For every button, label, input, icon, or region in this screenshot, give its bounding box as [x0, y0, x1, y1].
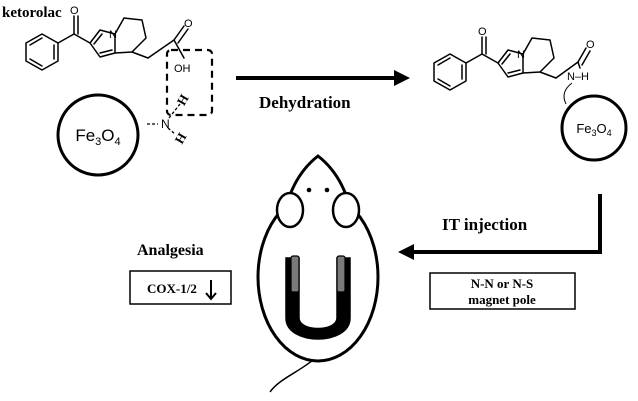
ring-nitrogen-right: N — [517, 49, 525, 61]
it-injection-label: IT injection — [442, 215, 528, 234]
benzene-ring-right — [433, 53, 467, 91]
dehydration-site-box — [165, 48, 214, 117]
ketorolac-conjugate-right: O N O N–H — [433, 26, 595, 105]
fe3o4-particle-left: Fe3O4 — [56, 93, 140, 177]
pyrrole-ring-right — [497, 49, 524, 78]
svg-text:Fe3O4: Fe3O4 — [576, 121, 611, 138]
mouse-ear-right — [331, 191, 361, 229]
cox-label: COX-1/2 — [147, 281, 197, 296]
ring-nitrogen-left: N — [109, 29, 117, 41]
ketorolac-structure-left: ketorolac O N O OH N H H — [2, 5, 214, 146]
it-injection-arrow: IT injection — [398, 194, 602, 260]
pyrrolidine-ring-right — [522, 37, 555, 74]
magnet-pole-box: N-N or N-S magnet pole — [429, 272, 576, 310]
carbonyl-oxygen-left: O — [184, 18, 193, 30]
carbonyl-oxygen-right: O — [586, 39, 595, 51]
amine-hydrogen-top: H — [174, 92, 192, 108]
mouse-illustration — [256, 154, 380, 393]
magnet-pole-line2: magnet pole — [468, 292, 536, 307]
benzene-ring-left — [25, 33, 59, 71]
amide-nh-label: N–H — [567, 71, 589, 83]
analgesia-label: Analgesia — [137, 242, 204, 259]
u-magnet-icon — [285, 255, 351, 340]
hydroxyl-label: OH — [174, 63, 191, 75]
pyrrolidine-ring-left — [114, 17, 147, 54]
down-arrow-icon — [205, 280, 217, 301]
ketorolac-label: ketorolac — [2, 5, 62, 21]
dehydration-arrow: Dehydration — [236, 70, 410, 112]
mouse-ear-left — [275, 191, 305, 229]
fe3o4-particle-right: Fe3O4 — [560, 94, 628, 162]
svg-text:Fe3O4: Fe3O4 — [75, 126, 120, 148]
amine-hydrogen-bottom: H — [171, 130, 189, 146]
pyrrole-ring-left — [89, 29, 116, 58]
amine-nitrogen-left: N — [161, 117, 170, 131]
dehydration-label: Dehydration — [259, 93, 351, 112]
magnet-pole-left — [290, 255, 300, 293]
magnet-pole-right — [336, 255, 346, 293]
ketone-oxygen-right: O — [478, 26, 487, 38]
analgesia-outcome: Analgesia COX-1/2 — [129, 242, 232, 305]
ketone-oxygen-left: O — [70, 5, 79, 17]
magnet-pole-line1: N-N or N-S — [471, 276, 534, 291]
